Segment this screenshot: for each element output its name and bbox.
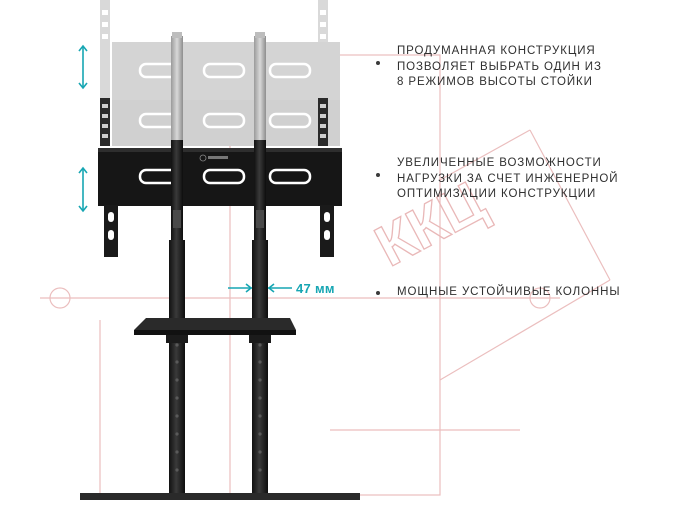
measurement-arrows-icon [228, 283, 292, 293]
feature-text: Увеличенные возможности нагрузки за счет… [397, 156, 618, 203]
feature-line: позволяет выбрать один из [397, 60, 602, 73]
mount-plate [98, 148, 342, 257]
side-rails [100, 98, 328, 146]
bullet [376, 61, 380, 65]
feature-text: Продуманная конструкция позволяет выбрат… [397, 44, 602, 91]
feature-line: 8 режимов высоты стойки [397, 76, 593, 88]
feature-line: Увеличенные возможности [397, 157, 602, 169]
shelf [134, 318, 296, 343]
column-width-label: 47 мм [296, 281, 335, 296]
bullet [376, 173, 380, 177]
feature-line: оптимизации конструкции [397, 188, 597, 200]
height-arrow-up-icon [78, 44, 88, 90]
base [80, 493, 360, 500]
ghost-mount-top [100, 0, 340, 146]
feature-text: Мощные устойчивые колонны [397, 285, 620, 301]
height-arrow-down-icon [78, 166, 88, 213]
feature-line: нагрузки за счет инженерной [397, 172, 619, 185]
columns [169, 140, 268, 500]
bullet [376, 291, 380, 295]
feature-line: Мощные устойчивые колонны [397, 286, 621, 298]
feature-line: Продуманная конструкция [397, 45, 596, 57]
